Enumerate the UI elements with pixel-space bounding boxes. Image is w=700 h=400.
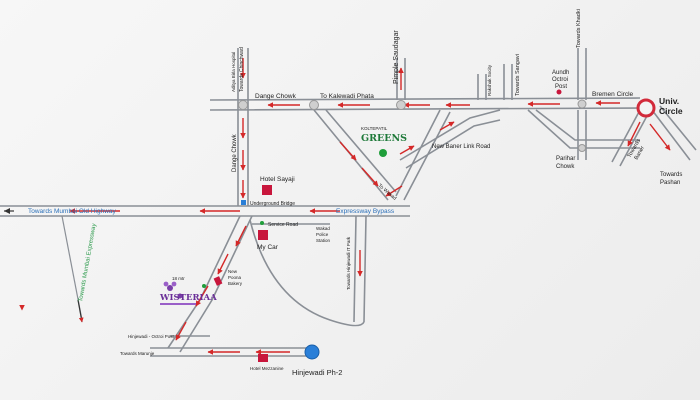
- hotel-mezzanine-label: Hotel Mezzanine: [250, 366, 284, 371]
- hotel-sayaji-label: Hotel Sayaji: [260, 176, 295, 183]
- greens-label: GREENS: [361, 133, 407, 144]
- univ-circle-label-2: Circle: [659, 106, 683, 116]
- road-expressway-bypass: [0, 205, 410, 217]
- octroi-marker2-icon: [202, 284, 206, 288]
- wakad-police-label-3: Station: [316, 238, 331, 243]
- road-parihar-vertical: [577, 110, 587, 160]
- hinjewadi-ph2-marker-icon: [304, 344, 320, 360]
- road-18m-label: 18 mtr: [172, 276, 185, 281]
- road-parihar: [527, 109, 640, 149]
- road-triangle-right: [395, 109, 451, 201]
- junction-dange-chowk-icon: [238, 100, 248, 110]
- parihar-label-1: Parihar: [556, 156, 575, 162]
- parihar-label-2: Chowk: [556, 164, 575, 170]
- wakad-police-label-2: Police: [316, 232, 329, 237]
- road-new-baner-link: [399, 109, 501, 169]
- hinjewadi-ph2-label: Hinjewadi Ph-2: [292, 368, 342, 377]
- poona-bakery-label-2: Poona: [228, 275, 242, 280]
- aundh-label-3: Post: [555, 84, 567, 90]
- underground-bridge-label: Underground Bridge: [250, 201, 295, 207]
- towards-pashan-label-2: Pashan: [660, 180, 680, 186]
- bremen-circle-label: Bremen Circle: [592, 91, 634, 98]
- road-pimple-vertical: [396, 58, 406, 100]
- poona-bakery-label-3: Bakery: [228, 281, 243, 286]
- aditya-birla-label: Aditya Birla Hospital: [231, 52, 236, 92]
- service-road-marker-icon: [260, 221, 264, 225]
- my-car-label: My Car: [257, 244, 279, 251]
- hotel-sayaji-marker-icon: [262, 185, 272, 195]
- pimple-saudagar-label: Pimple Saudagar: [393, 30, 400, 84]
- greens-logo: KOLTEPATIL GREENS: [361, 126, 407, 144]
- towards-mumbai-old-label: Towards Mumbai Old Highway: [28, 208, 117, 215]
- road-towards-pashan: [651, 105, 697, 161]
- road-bottom: [150, 347, 310, 357]
- road-sangavi: [503, 64, 513, 100]
- greens-marker-icon: [379, 149, 387, 157]
- junction-bremen-icon: [577, 99, 587, 109]
- road-khadki: [577, 48, 587, 100]
- service-road-label: Service Road: [268, 222, 298, 228]
- underground-bridge-marker-icon: [241, 200, 246, 205]
- hinjewadi-octroi-label: Hinjewadi - Octroi Post: [128, 334, 175, 339]
- my-car-marker-icon: [258, 230, 268, 240]
- road-dange-vertical: [237, 48, 249, 206]
- univ-circle-ring-icon: [636, 98, 656, 118]
- road-hinjewadi-it: [353, 215, 367, 323]
- junction-parihar-icon: [578, 144, 586, 152]
- junction-pimple-icon: [396, 100, 406, 110]
- expressway-bypass-label: Expressway Bypass: [336, 208, 395, 215]
- rakshak-society-label: Rakshak Socity: [487, 64, 492, 96]
- aundh-octroi-marker-icon: [556, 89, 562, 95]
- towards-marunji-label: Towards Marunje: [120, 351, 155, 356]
- wisteriaa-label: WISTERIAA: [159, 293, 217, 303]
- junction-kalewadi-icon: [309, 100, 319, 110]
- towards-pashan-label-1: Towards: [660, 172, 682, 178]
- towards-mumbai-expressway-label: Towards Mumbai Expressway: [78, 223, 98, 302]
- towards-chinchwad-label: Towards Chinchwad: [239, 47, 245, 92]
- wisteriaa-logo: WISTERIAA: [159, 281, 217, 305]
- poona-bakery-marker-icon: [213, 276, 223, 286]
- dange-chowk-top-label: Dange Chowk: [255, 93, 297, 100]
- koltepatil-label: KOLTEPATIL: [361, 126, 388, 131]
- dange-chowk-vertical-label: Dange Chowk: [232, 133, 238, 172]
- univ-circle-label-1: Univ.: [659, 96, 679, 106]
- towards-khadki-label: Towards Khadki: [576, 9, 582, 48]
- octroi-marker-icon: [177, 293, 183, 299]
- to-kalewadi-label: To Kalewadi Phata: [320, 93, 374, 100]
- road-towards-baner: [611, 109, 649, 167]
- new-baner-label: New Baner Link Road: [432, 144, 490, 150]
- wakad-police-label-1: Wakad: [316, 226, 330, 231]
- road-rakshak: [477, 74, 487, 100]
- road-curve-hinjewadi: [249, 219, 365, 327]
- poona-bakery-label-1: New: [228, 269, 238, 274]
- direction-arrows: [19, 58, 671, 355]
- aundh-label-2: Octroi: [552, 77, 568, 83]
- hotel-mezzanine-marker-icon: [258, 354, 268, 362]
- road-top-east-west: [209, 97, 641, 111]
- towards-sangavi-label: Towards Sangavi: [515, 54, 521, 96]
- aundh-label-1: Aundh: [552, 70, 569, 76]
- towards-hinjewadi-it-label: Towards Hinjewadi IT Park: [346, 236, 351, 290]
